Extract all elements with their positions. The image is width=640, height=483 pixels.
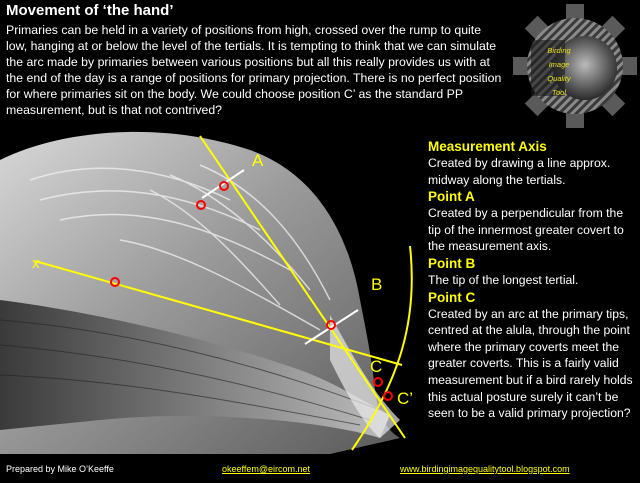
slide-title: Movement of ‘the hand’ xyxy=(6,2,174,19)
logo-line: Quality xyxy=(547,74,571,83)
logo-line: Birding xyxy=(547,46,571,55)
measurement-axis xyxy=(199,135,406,439)
section-text: Created by a perpendicular from the tip … xyxy=(428,206,624,254)
section-heading: Point C xyxy=(428,289,476,305)
explanation-panel: Measurement Axis Created by drawing a li… xyxy=(428,138,638,422)
section-text: Created by an arc at the primary tips, c… xyxy=(428,306,633,421)
email-link[interactable]: okeeffem@eircom.net xyxy=(222,464,311,474)
label-a: A xyxy=(252,151,264,170)
logo-line: Image xyxy=(548,60,570,69)
primary-feathers xyxy=(0,300,390,438)
section-heading: Point B xyxy=(428,255,476,271)
author-credit: Prepared by Mike O’Keeffe xyxy=(6,464,114,474)
section-heading: Point A xyxy=(428,189,475,205)
section-text: The tip of the longest tertial. xyxy=(428,272,579,287)
annotation-lines xyxy=(34,135,413,451)
perpendicular-lines xyxy=(201,169,359,345)
label-b: B xyxy=(371,275,382,294)
point-markers xyxy=(110,181,393,401)
section-text: Created by drawing a line approx. midway… xyxy=(428,156,611,187)
x-line xyxy=(34,260,403,366)
logo-text: Birding Image Quality Tool xyxy=(528,44,590,100)
intro-paragraph: Primaries can be held in a variety of po… xyxy=(6,23,502,117)
website-link[interactable]: www.birdingimagequalitytool.blogspot.com xyxy=(400,464,570,474)
label-c: C xyxy=(370,357,382,376)
birding-logo xyxy=(513,4,637,128)
logo-line: Tool xyxy=(552,88,566,97)
primary-arc xyxy=(351,245,413,451)
label-c-prime: C’ xyxy=(397,389,413,408)
feather-edges xyxy=(29,164,331,331)
wing-figure: A B C C’ x xyxy=(0,131,413,455)
section-heading: Measurement Axis xyxy=(428,139,547,154)
label-x: x xyxy=(32,255,40,272)
